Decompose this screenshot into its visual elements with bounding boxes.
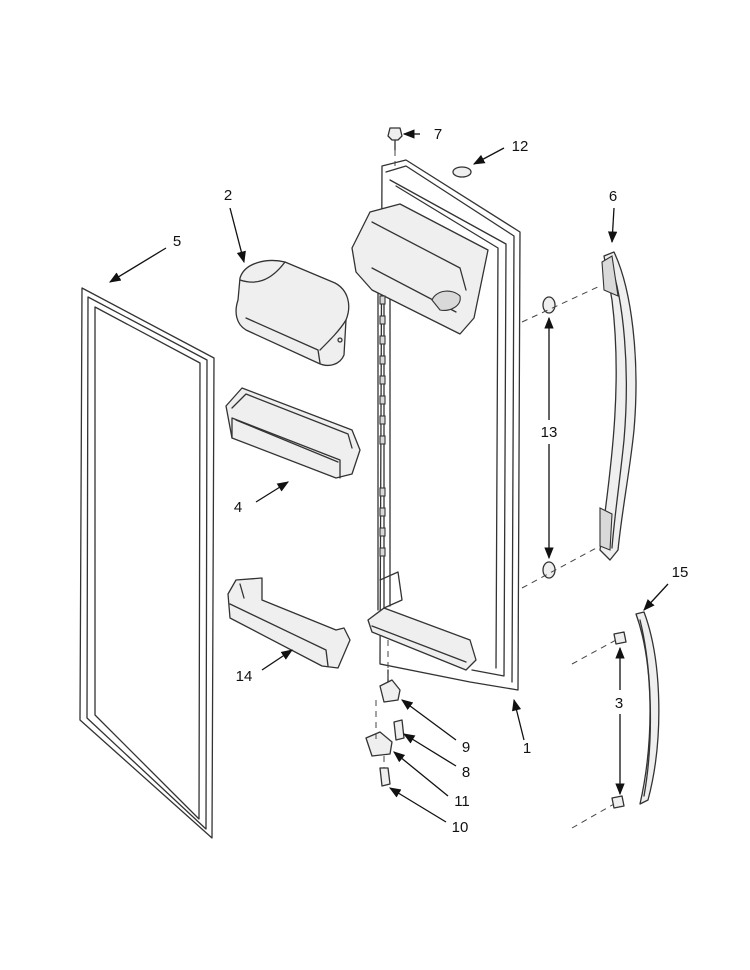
door-gasket-part	[79, 287, 215, 839]
callout-13: 13	[541, 424, 558, 441]
callout-3: 3	[615, 695, 623, 712]
hinge-bolt-part	[379, 767, 391, 787]
door-liner-part	[351, 159, 521, 691]
handle-studs-part	[542, 296, 556, 579]
trim-screws-part	[611, 631, 627, 809]
callout-12: 12	[512, 138, 529, 155]
callout-6: 6	[609, 188, 617, 205]
callout-15: 15	[672, 564, 689, 581]
handle-trim-part	[635, 611, 660, 805]
door-handle-part	[599, 251, 637, 561]
plug-button-part	[452, 166, 472, 178]
hinge-screw-part	[393, 719, 405, 741]
callout-4: 4	[234, 499, 242, 516]
dairy-compartment-part	[235, 259, 350, 366]
callout-14: 14	[236, 668, 253, 685]
hinge-parts	[365, 669, 405, 787]
top-screw-part	[387, 127, 403, 151]
hinge-part	[365, 731, 393, 757]
hinge-bushing-part	[379, 679, 401, 703]
assembly-lines	[375, 150, 617, 829]
door-bin-part	[225, 387, 361, 479]
callout-7: 7	[434, 126, 442, 143]
callout-11: 11	[454, 793, 470, 810]
callout-2: 2	[224, 187, 232, 204]
callout-1: 1	[523, 740, 531, 757]
callout-8: 8	[462, 764, 470, 781]
leader-lines	[108, 129, 669, 823]
lower-bin-part	[227, 577, 351, 669]
callout-labels: 7 12 2 5 6 13 4 15 14 3 9 1 8 11 10	[173, 126, 689, 836]
callout-5: 5	[173, 233, 181, 250]
callout-9: 9	[462, 739, 470, 756]
liner-slots	[379, 295, 386, 557]
callout-10: 10	[452, 819, 469, 836]
